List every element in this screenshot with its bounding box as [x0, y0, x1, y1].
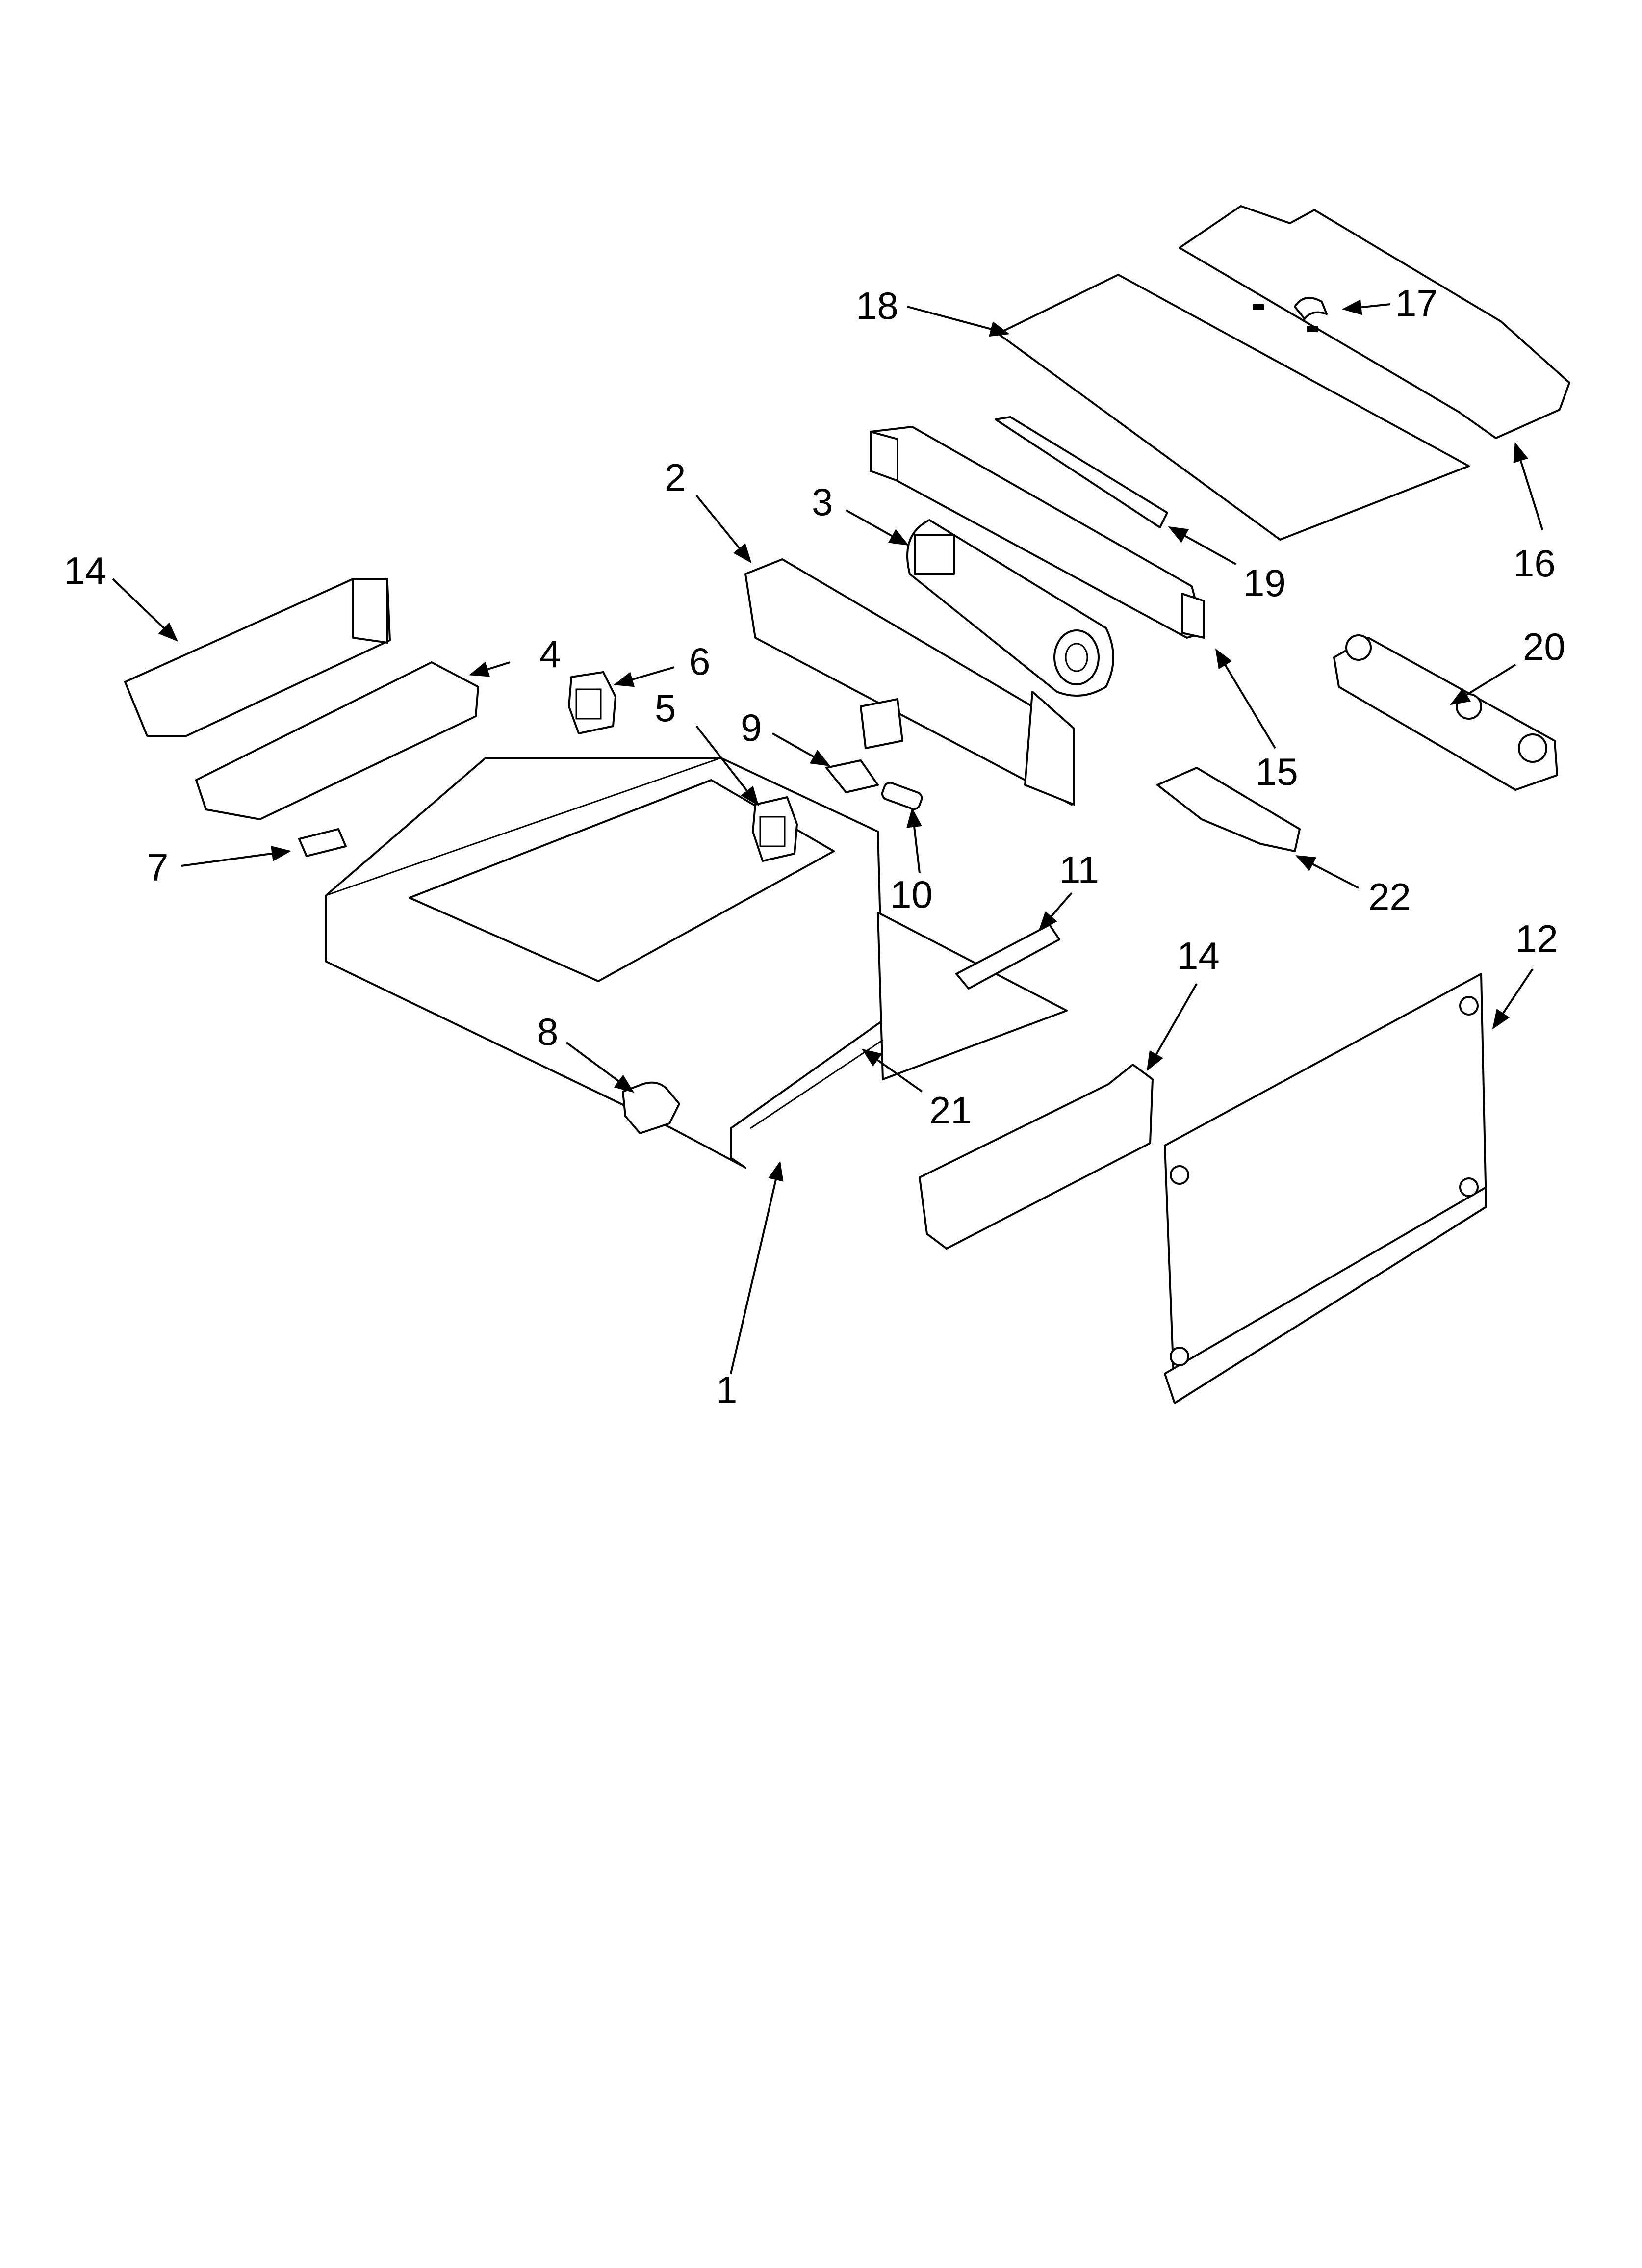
callout-14-right: 14 [1177, 934, 1220, 977]
callout-11: 11 [1059, 848, 1099, 891]
callout-1: 1 [716, 1368, 737, 1411]
part-18-insulation [997, 274, 1470, 541]
callout-17: 17 [1395, 282, 1438, 325]
part-19-gasket [995, 416, 1168, 528]
part-17-clip [1253, 297, 1328, 332]
callout-8: 8 [537, 1010, 558, 1053]
leader-lines [112, 299, 1543, 1374]
part-8-bracket [622, 1081, 680, 1134]
callout-12: 12 [1515, 917, 1558, 960]
callout-10: 10 [890, 873, 933, 916]
callout-14-left: 14 [64, 549, 106, 592]
callout-19: 19 [1243, 561, 1286, 604]
callout-21: 21 [929, 1089, 972, 1132]
part-6-switch [568, 671, 616, 734]
part-9-terminal [825, 759, 879, 793]
callout-20: 20 [1523, 625, 1565, 668]
part-12-rear-panel [1164, 973, 1487, 1404]
part-21-chassis [325, 757, 1068, 1169]
part-16-top-panel [1179, 205, 1570, 439]
callout-4: 4 [539, 632, 561, 676]
callout-labels: 1 2 3 4 5 6 7 8 9 10 11 12 14 14 15 16 1… [64, 282, 1565, 1411]
part-14-left-bracket [124, 578, 391, 737]
callout-7: 7 [147, 846, 168, 889]
part-4-plate [195, 661, 479, 820]
callout-2: 2 [665, 456, 686, 499]
part-7-clip [298, 828, 347, 857]
callout-6: 6 [689, 640, 710, 683]
callout-18: 18 [856, 284, 898, 327]
part-5-switch [752, 796, 798, 862]
callout-15: 15 [1256, 750, 1298, 793]
part-3-blower [906, 519, 1114, 697]
part-22-bracket [1156, 767, 1301, 852]
part-2-duct [744, 558, 1075, 806]
callout-22: 22 [1368, 875, 1411, 918]
callout-9: 9 [741, 706, 762, 749]
callout-16: 16 [1513, 542, 1556, 585]
callout-3: 3 [812, 480, 833, 523]
callout-5: 5 [655, 686, 676, 730]
part-14-right-bracket [919, 1064, 1154, 1250]
part-11-terminal-strip [955, 924, 1060, 990]
part-15-rail [870, 426, 1205, 639]
part-10-fuse [881, 782, 923, 810]
